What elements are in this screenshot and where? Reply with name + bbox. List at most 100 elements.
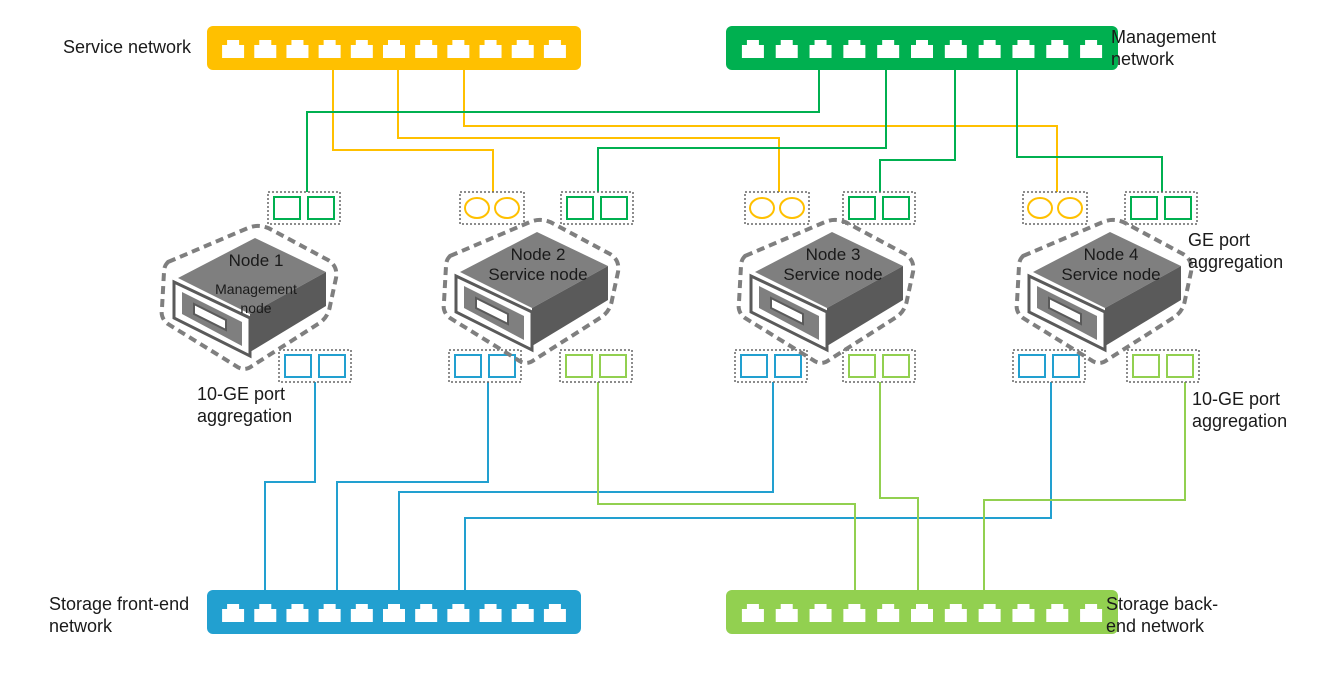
connection-lines — [264, 70, 1186, 590]
ethernet-port-icon — [741, 604, 764, 622]
round-port-icon — [1057, 197, 1083, 219]
node1-title: Node 1 — [229, 251, 284, 270]
node2-outline — [441, 217, 621, 365]
storage-back-network-switch — [726, 590, 1118, 634]
square-port-icon — [566, 196, 594, 220]
node2-top-face — [460, 232, 608, 308]
management-link-node3 — [879, 70, 956, 196]
storage-front-network-label: Storage front-end network — [49, 593, 189, 637]
ethernet-port-icon — [775, 604, 798, 622]
tenge-port-aggregation-left-line1: 10-GE port — [197, 384, 286, 404]
square-port-icon — [1052, 354, 1080, 378]
ethernet-port-icon — [978, 40, 1001, 58]
node3-management-ports — [842, 191, 916, 225]
round-port-icon — [494, 197, 520, 219]
node3-top-face — [755, 232, 903, 308]
round-port-icon — [1027, 197, 1053, 219]
square-port-icon — [1166, 354, 1194, 378]
ethernet-port-icon — [447, 40, 470, 58]
storage-front-network-label-line2: network — [49, 616, 113, 636]
square-port-icon — [307, 196, 335, 220]
ge-port-aggregation-line2: aggregation — [1188, 252, 1284, 272]
node1-top-face — [178, 238, 326, 314]
node1-side-face — [250, 272, 326, 352]
node1-management-ports — [267, 191, 341, 225]
ethernet-port-icon — [775, 40, 798, 58]
ethernet-port-icon — [350, 604, 373, 622]
square-port-icon — [599, 354, 627, 378]
node2-service-ports — [459, 191, 525, 225]
node1-role-line2: node — [240, 300, 271, 316]
ethernet-port-icon — [383, 604, 405, 622]
ethernet-port-icon — [543, 40, 566, 58]
ethernet-port-icon — [415, 604, 438, 622]
round-port-icon — [464, 197, 490, 219]
square-port-icon — [488, 354, 516, 378]
tenge-port-aggregation-left-label: 10-GE port aggregation — [197, 383, 292, 427]
management-network-switch — [726, 26, 1118, 70]
node2-drive-slot — [475, 296, 509, 326]
node4-outline — [1014, 217, 1194, 365]
tenge-port-aggregation-right-line1: 10-GE port — [1192, 389, 1281, 409]
management-link-node2 — [597, 70, 887, 196]
node1-drive-slot — [193, 302, 227, 332]
square-port-icon — [565, 354, 593, 378]
ethernet-port-icon — [877, 40, 900, 58]
ethernet-port-icon — [809, 604, 832, 622]
storage-front-link-node2 — [336, 380, 489, 590]
management-network-label-line2: network — [1111, 49, 1175, 69]
ethernet-port-icon — [543, 604, 566, 622]
node4-drive-slot — [1048, 296, 1082, 326]
storage-back-network-label-line2: end network — [1106, 616, 1205, 636]
node1-storage-front-ports — [278, 349, 352, 383]
node4-title: Node 4 — [1084, 245, 1139, 264]
storage-back-link-node4 — [983, 380, 1186, 590]
node3-title: Node 3 — [806, 245, 861, 264]
node2-management-ports — [560, 191, 634, 225]
ethernet-port-icon — [911, 604, 933, 622]
storage-back-link-node2 — [597, 380, 856, 590]
square-port-icon — [882, 354, 910, 378]
ethernet-port-icon — [1046, 604, 1069, 622]
management-link-node4 — [1016, 70, 1163, 196]
port-groups — [267, 191, 1200, 383]
square-port-icon — [284, 354, 312, 378]
node4-service-ports — [1022, 191, 1088, 225]
storage-back-network-label: Storage back- end network — [1106, 593, 1218, 637]
square-port-icon — [318, 354, 346, 378]
ge-port-aggregation-line1: GE port — [1188, 230, 1251, 250]
square-port-icon — [848, 196, 876, 220]
management-network-label-line1: Management — [1111, 27, 1217, 47]
storage-front-network-switch — [207, 590, 581, 634]
square-port-icon — [454, 354, 482, 378]
ethernet-port-icon — [286, 604, 309, 622]
storage-front-link-node4 — [464, 380, 1052, 590]
storage-back-network-label-line1: Storage back- — [1106, 594, 1219, 614]
node3-service-ports — [744, 191, 810, 225]
storage-front-link-node3 — [398, 380, 774, 590]
node2-side-face — [532, 266, 608, 346]
ethernet-port-icon — [978, 604, 1001, 622]
node3-role-line1: Service node — [783, 265, 882, 284]
node3-storage-front-ports — [734, 349, 808, 383]
ge-port-aggregation-label: GE port aggregation — [1188, 229, 1283, 273]
square-port-icon — [1164, 196, 1192, 220]
ethernet-port-icon — [911, 40, 933, 58]
square-port-icon — [848, 354, 876, 378]
ethernet-port-icon — [1080, 604, 1103, 622]
node4-role-line1: Service node — [1061, 265, 1160, 284]
round-port-icon — [749, 197, 775, 219]
ethernet-port-icon — [741, 40, 764, 58]
node4-storage-back-ports — [1126, 349, 1200, 383]
service-link-node2 — [332, 70, 494, 196]
square-port-icon — [600, 196, 628, 220]
node4-top-face — [1033, 232, 1181, 308]
service-network-label-text: Service network — [63, 37, 192, 57]
tenge-port-aggregation-right-line2: aggregation — [1192, 411, 1288, 431]
node1-role-line1: Management — [215, 281, 297, 297]
ethernet-port-icon — [447, 604, 470, 622]
tenge-port-aggregation-left-line2: aggregation — [197, 406, 293, 426]
